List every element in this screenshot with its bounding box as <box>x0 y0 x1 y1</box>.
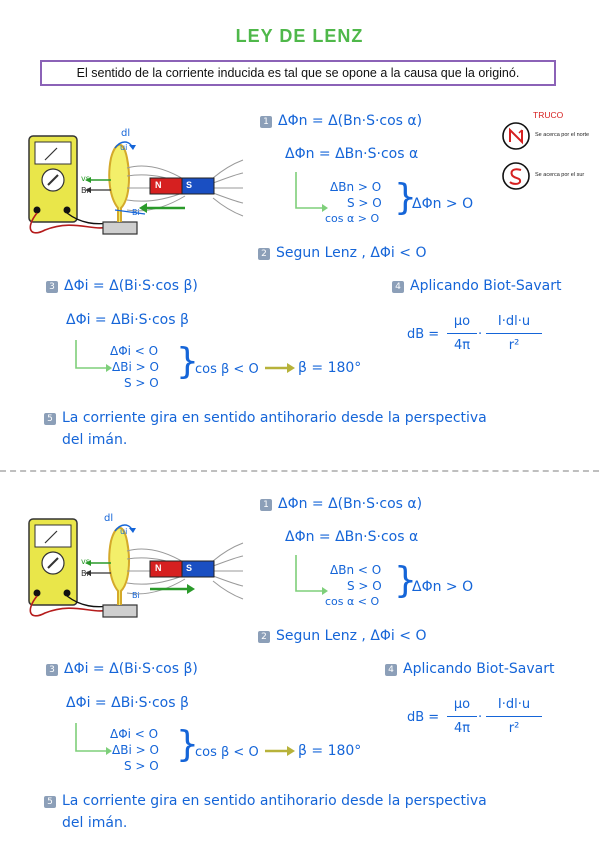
coil-loop <box>108 143 130 222</box>
label-ui-2: ui <box>120 527 128 536</box>
cond3-result-2: cos β < O <box>195 745 259 760</box>
north-approach-icon <box>502 122 530 150</box>
truco-south-text: Se acerca por el sur <box>535 172 585 178</box>
cond1-result: ΔΦn > O <box>412 196 474 212</box>
step5-line2: del imán. <box>62 432 128 448</box>
frac1-num-2: μo <box>453 697 471 712</box>
cond1-b-2: S > O <box>347 579 382 593</box>
multimeter-display <box>34 141 72 165</box>
label-vs: vs <box>81 174 90 183</box>
cond3-a-2: ΔΦi < O <box>110 727 159 741</box>
frac2-den-2: r² <box>508 721 520 736</box>
page-title: LEY DE LENZ <box>235 26 364 46</box>
step1-arrow <box>295 172 328 212</box>
label-dl: dl <box>121 128 131 139</box>
frac2-bar-2 <box>486 716 542 717</box>
step3-arrow-2 <box>75 723 112 755</box>
cond3-c-2: S > O <box>124 759 159 773</box>
frac2-den: r² <box>508 338 520 353</box>
magnet-s-label-2: S <box>186 563 193 573</box>
biot-lhs-2: dB = <box>407 710 440 725</box>
magnet-s-label: S <box>186 180 193 190</box>
beta-value-2: β = 180° <box>298 743 362 759</box>
label-bi: Bi <box>132 208 140 217</box>
cond1-a-2: ΔBn < O <box>330 563 382 577</box>
step1-eq2: ΔΦn = ΔBn·S·cos α <box>285 146 419 162</box>
step5-line2-2: del imán. <box>62 815 128 831</box>
step3-eq2: ΔΦi = ΔBi·S·cos β <box>66 312 189 328</box>
cond3-brace: } <box>176 341 199 382</box>
truco-title: TRUCO <box>533 110 564 120</box>
cond1-c-2: cos α < O <box>325 595 380 608</box>
step3-arrow <box>75 340 112 372</box>
cond3-b-2: ΔBi > O <box>112 743 159 757</box>
coil-base <box>102 221 138 235</box>
label-dl-2: dl <box>104 513 114 524</box>
frac2-num-2: I·dl·u <box>497 697 531 712</box>
magnet-n-label: N <box>155 180 162 190</box>
step1-eq2-2: ΔΦn = ΔBn·S·cos α <box>285 529 419 545</box>
cond1-c: cos α > O <box>325 212 380 225</box>
frac2-num: I·dl·u <box>497 314 531 329</box>
frac1-bar <box>447 333 477 334</box>
lenz-statement: El sentido de la corriente inducida es t… <box>40 60 556 86</box>
step1-arrow-2 <box>295 555 328 595</box>
cond1-brace-2: } <box>394 560 417 601</box>
induction-diagram <box>28 135 244 235</box>
section-divider <box>0 470 599 472</box>
frac1-den: 4π <box>453 338 471 353</box>
induction-diagram-2 <box>28 518 244 618</box>
cond1-brace: } <box>394 177 417 218</box>
frac1-num: μo <box>453 314 471 329</box>
cond1-a: ΔBn > O <box>330 180 382 194</box>
frac1-den-2: 4π <box>453 721 471 736</box>
cond3-result: cos β < O <box>195 362 259 377</box>
cond3-a: ΔΦi < O <box>110 344 159 358</box>
label-bi-2: Bi <box>132 591 140 600</box>
step3-eq2-2: ΔΦi = ΔBi·S·cos β <box>66 695 189 711</box>
biot-lhs: dB = <box>407 327 440 342</box>
truco-north-text: Se acerca por el norte <box>535 132 590 138</box>
beta-arrow-2 <box>265 746 295 756</box>
magnet-n-label-2: N <box>155 563 162 573</box>
cond3-c: S > O <box>124 376 159 390</box>
frac1-bar-2 <box>447 716 477 717</box>
cond3-b: ΔBi > O <box>112 360 159 374</box>
red-wire <box>29 212 111 234</box>
label-vs-2: vs <box>81 557 90 566</box>
step1-number: 1 <box>260 116 272 128</box>
cond3-brace-2: } <box>176 724 199 765</box>
frac2-bar <box>486 333 542 334</box>
label-ui: ui <box>120 143 128 152</box>
biot-dot: · <box>478 327 483 342</box>
cond1-b: S > O <box>347 196 382 210</box>
magnet-south <box>181 177 215 195</box>
beta-value: β = 180° <box>298 360 362 376</box>
south-approach-icon <box>502 162 530 190</box>
label-bn: Bn <box>81 186 92 195</box>
label-bn-2: Bn <box>81 569 92 578</box>
cond1-result-2: ΔΦn > O <box>412 579 474 595</box>
biot-dot-2: · <box>478 710 483 725</box>
beta-arrow <box>265 363 295 373</box>
